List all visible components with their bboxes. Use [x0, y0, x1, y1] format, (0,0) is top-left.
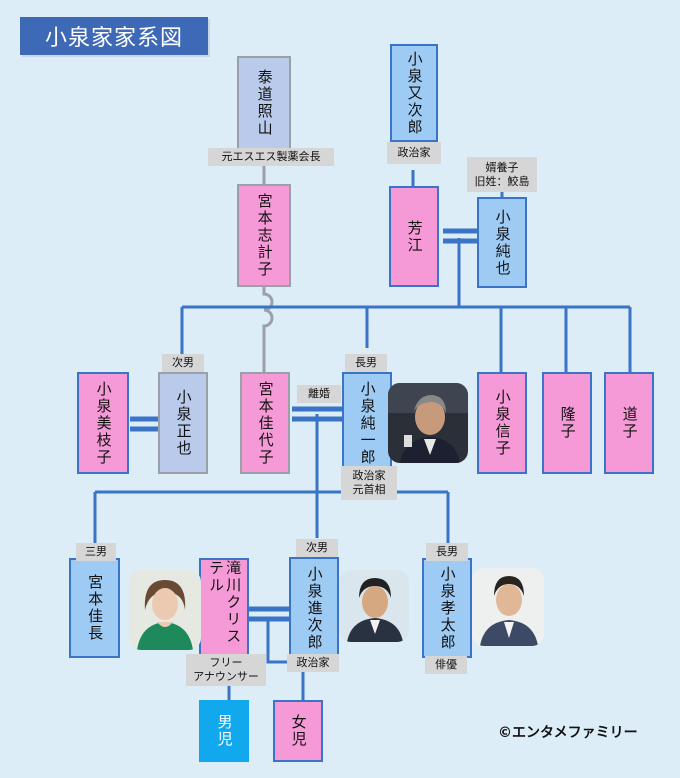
shinjiro-photo	[339, 570, 409, 642]
tag-junichiro-line1: 政治家	[352, 469, 386, 483]
person-matajiro: 小泉又次郎	[390, 44, 438, 142]
tag-divorce: 離婚	[297, 385, 341, 403]
tag-junichiro-line2: 元首相	[352, 483, 386, 496]
tag-junya-line2: 旧姓：鮫島	[474, 174, 530, 188]
tag-kotaro-top: 長男	[426, 543, 468, 561]
tag-christel-line2: アナウンサー	[193, 670, 259, 683]
tag-teruyama: 元エスエス製薬会長	[208, 148, 334, 166]
tag-junya-line1: 婿養子	[485, 160, 519, 174]
person-nobuko: 小泉信子	[477, 372, 527, 474]
tag-shinjiro-top: 次男	[296, 539, 338, 557]
person-kayoko: 宮本佳代子	[240, 372, 290, 474]
tag-junichiro-bottom: 政治家 元首相	[341, 466, 397, 500]
kotaro-photo	[472, 568, 544, 646]
person-teruyama: 泰道照山	[237, 56, 291, 150]
person-shikeko: 宮本志計子	[237, 184, 291, 287]
tag-christel: フリー アナウンサー	[186, 654, 266, 686]
tag-christel-line1: フリー	[209, 656, 243, 670]
person-takako: 隆子	[542, 372, 592, 474]
page-title: 小泉家家系図	[20, 17, 208, 55]
person-shinjiro: 小泉進次郎	[289, 557, 339, 659]
person-masaya: 小泉正也	[158, 372, 208, 474]
person-yoshie: 芳江	[389, 186, 439, 287]
tag-yoshinaga: 三男	[76, 543, 116, 561]
person-junya: 小泉純也	[477, 197, 527, 288]
person-junichiro: 小泉純一郎	[342, 372, 392, 474]
person-michiko: 道子	[604, 372, 654, 474]
person-kotaro: 小泉孝太郎	[422, 558, 472, 658]
tag-kotaro-bottom: 俳優	[425, 656, 467, 674]
tag-masaya: 次男	[162, 354, 204, 372]
copyright-credit: ©エンタメファミリー	[498, 725, 638, 741]
tag-shinjiro-bottom: 政治家	[287, 654, 339, 672]
tag-junya: 婿養子 旧姓：鮫島	[467, 157, 537, 192]
tag-matajiro: 政治家	[387, 142, 441, 164]
tag-junichiro-top: 長男	[345, 354, 387, 372]
junichiro-photo	[388, 383, 468, 463]
person-christel: 滝川クリステル	[199, 558, 249, 660]
person-daughter: 女児	[273, 700, 323, 762]
person-yoshinaga: 宮本佳長	[69, 558, 120, 658]
person-mieko: 小泉美枝子	[77, 372, 129, 474]
person-son: 男児	[199, 700, 249, 762]
christel-photo	[129, 570, 201, 650]
